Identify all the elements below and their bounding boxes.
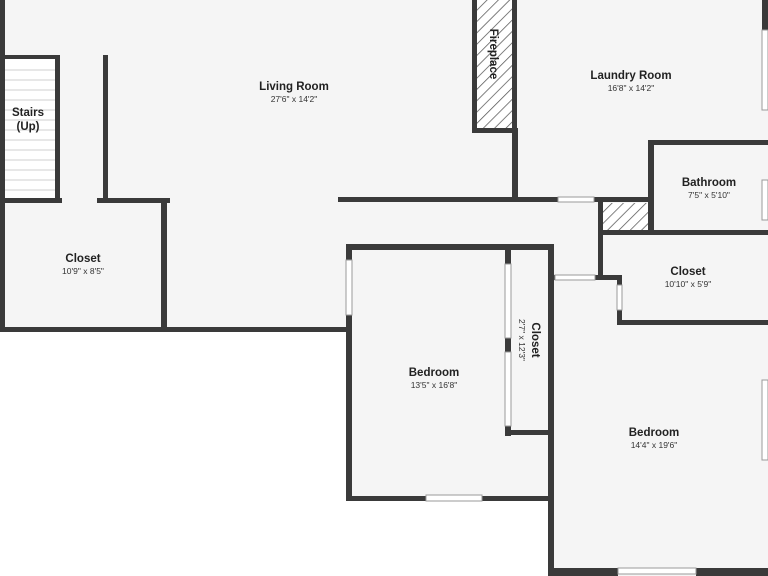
- closet-left-name: Closet: [65, 253, 100, 265]
- closet-vertical-dims: 2'7" x 12'3": [517, 319, 527, 361]
- bathroom-dims: 7'5" x 5'10": [688, 190, 730, 200]
- bedroom-center-name: Bedroom: [409, 367, 459, 379]
- room-labels: Stairs (Up) Living Room 27'6" x 14'2" Fi…: [12, 29, 736, 450]
- laundry-room-name: Laundry Room: [590, 70, 671, 82]
- living-room-name: Living Room: [259, 81, 329, 93]
- bedroom-right-name: Bedroom: [629, 427, 679, 439]
- laundry-room-dims: 16'8" x 14'2": [608, 83, 655, 93]
- living-room-dims: 27'6" x 14'2": [271, 94, 318, 104]
- bedroom-right-dims: 14'4" x 19'6": [631, 440, 678, 450]
- fireplace-label: Fireplace: [487, 29, 499, 80]
- closet-left-dims: 10'9" x 8'5": [62, 266, 104, 276]
- stairs-direction-label: (Up): [17, 121, 40, 133]
- closet-right-name: Closet: [670, 266, 705, 278]
- utility-hatch: [603, 203, 649, 232]
- windows: [345, 29, 768, 575]
- stairs-label: Stairs: [12, 107, 44, 119]
- bathroom-name: Bathroom: [682, 177, 736, 189]
- closet-right-dims: 10'10" x 5'9": [665, 279, 712, 289]
- bedroom-center-dims: 13'5" x 16'8": [411, 380, 458, 390]
- closet-vertical-name: Closet: [529, 322, 541, 357]
- fireplace-hatch: [476, 0, 512, 130]
- stairs: [4, 57, 56, 200]
